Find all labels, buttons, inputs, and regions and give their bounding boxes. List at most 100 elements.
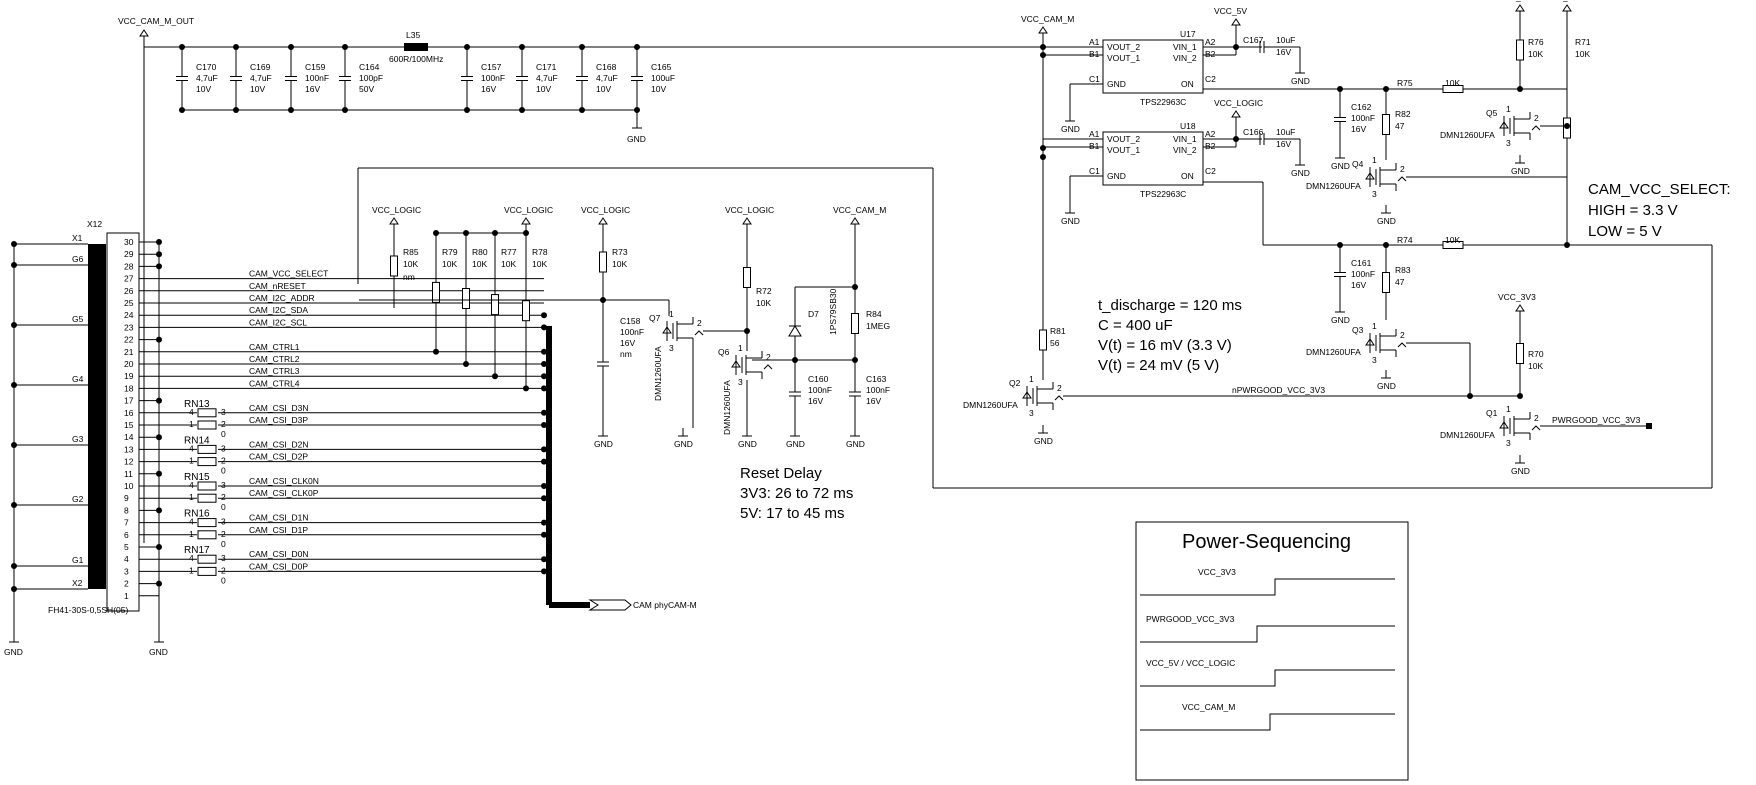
rn-ref: RN13 — [184, 399, 210, 410]
filter-cap-value: 100nF — [305, 73, 329, 83]
rn-pin: 1 — [189, 456, 194, 466]
resistor-r81 — [1039, 329, 1047, 351]
mosfet-arrow — [1531, 125, 1541, 131]
mosfet-pin-3: 3 — [1372, 189, 1377, 199]
gnd-label: GND — [674, 439, 693, 449]
rn-pin: 4 — [189, 517, 194, 527]
supply-arrow — [598, 217, 608, 225]
junction-dot — [541, 385, 547, 392]
r76-ref: R76 — [1528, 37, 1544, 47]
junction-dot — [541, 519, 547, 526]
pullup-resistors: VCC_LOGICR8510KnmVCC_LOGICR7910KR8010KR7… — [372, 205, 630, 392]
connector-pin-number: 28 — [124, 261, 134, 271]
mosfet-pin-1: 1 — [1372, 321, 1377, 331]
pin-c1: C1 — [1089, 74, 1100, 84]
mosfet-ref: Q2 — [1009, 378, 1021, 388]
rn-pin: 0 — [221, 539, 226, 549]
c163-ref: C163 — [866, 374, 887, 384]
gnd-label: GND — [1331, 161, 1350, 171]
junction-dot — [541, 324, 547, 331]
r82-value: 47 — [1395, 121, 1405, 131]
connector-pin-number: 20 — [124, 359, 134, 369]
select-note-line-1: CAM_VCC_SELECT: — [1588, 181, 1731, 198]
filter-cap-voltage: 10V — [196, 84, 211, 94]
pin-c2: C2 — [1205, 74, 1216, 84]
mosfet-pin-1: 1 — [1506, 104, 1511, 114]
filter-capacitors: C1704,7uF10VC1694,7uF10VC159100nF16VC164… — [176, 44, 675, 113]
filter-cap-ref: C157 — [481, 62, 502, 72]
r81-ref: R81 — [1050, 326, 1066, 336]
gnd-label: GND — [1511, 466, 1530, 476]
gnd-label: GND — [1511, 166, 1530, 176]
filter-cap-voltage: 10V — [536, 84, 551, 94]
junction-dot — [433, 348, 439, 355]
supply-arrow — [521, 217, 531, 225]
gnd-label: GND — [1377, 381, 1396, 391]
inductor-ref: L35 — [406, 30, 420, 40]
mosfet-ref: Q5 — [1486, 108, 1498, 118]
filter-cap-voltage: 10V — [651, 84, 666, 94]
pin-vin2: VIN_2 — [1173, 53, 1197, 63]
filter-cap-voltage: 16V — [481, 84, 496, 94]
r72-ref: R72 — [756, 286, 772, 296]
mosfet-pin-3: 3 — [1029, 408, 1034, 418]
signal-label: CAM_I2C_SCL — [249, 317, 307, 327]
connector-pin-number: 21 — [124, 347, 134, 357]
gnd-label: GND — [1377, 216, 1396, 226]
connector-pin-number: 6 — [124, 530, 129, 540]
supply-vcc-logic: VCC_LOGIC — [372, 205, 421, 215]
junction-dot — [11, 502, 17, 508]
rn-element — [197, 493, 217, 503]
filter-cap-voltage: 10V — [250, 84, 265, 94]
filter-cap-value: 4,7uF — [536, 73, 558, 83]
rn-pin: 0 — [221, 466, 226, 476]
mosfet-pin-1: 1 — [738, 343, 743, 353]
junction-dot — [1517, 86, 1523, 92]
junction-dot — [541, 312, 547, 319]
signal-section: CAM_VCC_SELECTCAM_nRESETCAM_I2C_ADDRCAM_… — [159, 167, 1713, 611]
connector-pin-number: 8 — [124, 505, 129, 515]
connector-pin-number: 23 — [124, 322, 134, 332]
junction-dot — [541, 556, 547, 563]
connector-pin-number: 18 — [124, 383, 134, 393]
sequencing-waveform — [1140, 625, 1395, 643]
junction-dot — [1040, 145, 1046, 151]
pullup-ref: R78 — [532, 247, 548, 257]
pullup-r85 — [390, 255, 398, 277]
mount-pin-label: G1 — [72, 555, 84, 565]
select-note-line-3: LOW = 5 V — [1588, 223, 1662, 240]
signal-label: CAM_I2C_SDA — [249, 305, 308, 315]
connector-pin-number: 9 — [124, 493, 129, 503]
rn-pin: 3 — [221, 517, 226, 527]
junction-dot — [156, 239, 162, 245]
junction-dot — [1040, 154, 1046, 160]
signal-label: CAM_CSI_D2N — [249, 439, 309, 449]
connector-pin-number: 15 — [124, 420, 134, 430]
gnd-label-conn: GND — [149, 647, 168, 657]
junction-dot — [492, 373, 498, 380]
mosfet-pin-2: 2 — [1057, 383, 1062, 393]
c158-voltage: 16V — [620, 338, 635, 348]
connector-pin-number: 11 — [124, 469, 133, 479]
junction-dot — [541, 361, 547, 367]
supply-vcc-logic: VCC_LOGIC — [504, 205, 553, 215]
rn-pin: 2 — [221, 492, 226, 502]
pin-vout1: VOUT_1 — [1107, 53, 1140, 63]
mosfet-arrow — [1531, 425, 1541, 431]
junction-dot — [11, 241, 17, 247]
pullup-value: 10K — [442, 259, 457, 269]
mosfet-part: DMN1260UFA — [1440, 430, 1495, 440]
bus-port-cam-phycam-m[interactable] — [588, 599, 632, 611]
filter-cap-ref: C171 — [536, 62, 557, 72]
pullup-value: 10K — [532, 259, 547, 269]
connector-x12: X12 FH41-30S-0,5SH(05) GND GND X1G6G5G4G… — [4, 219, 168, 657]
pin-b2: B2 — [1205, 141, 1216, 151]
gnd-label: GND — [627, 134, 646, 144]
pullup-ref: R73 — [612, 247, 628, 257]
connector-pin-number: 2 — [124, 579, 129, 589]
rn-pin: 1 — [189, 529, 194, 539]
signal-label: CAM_CTRL1 — [249, 342, 300, 352]
